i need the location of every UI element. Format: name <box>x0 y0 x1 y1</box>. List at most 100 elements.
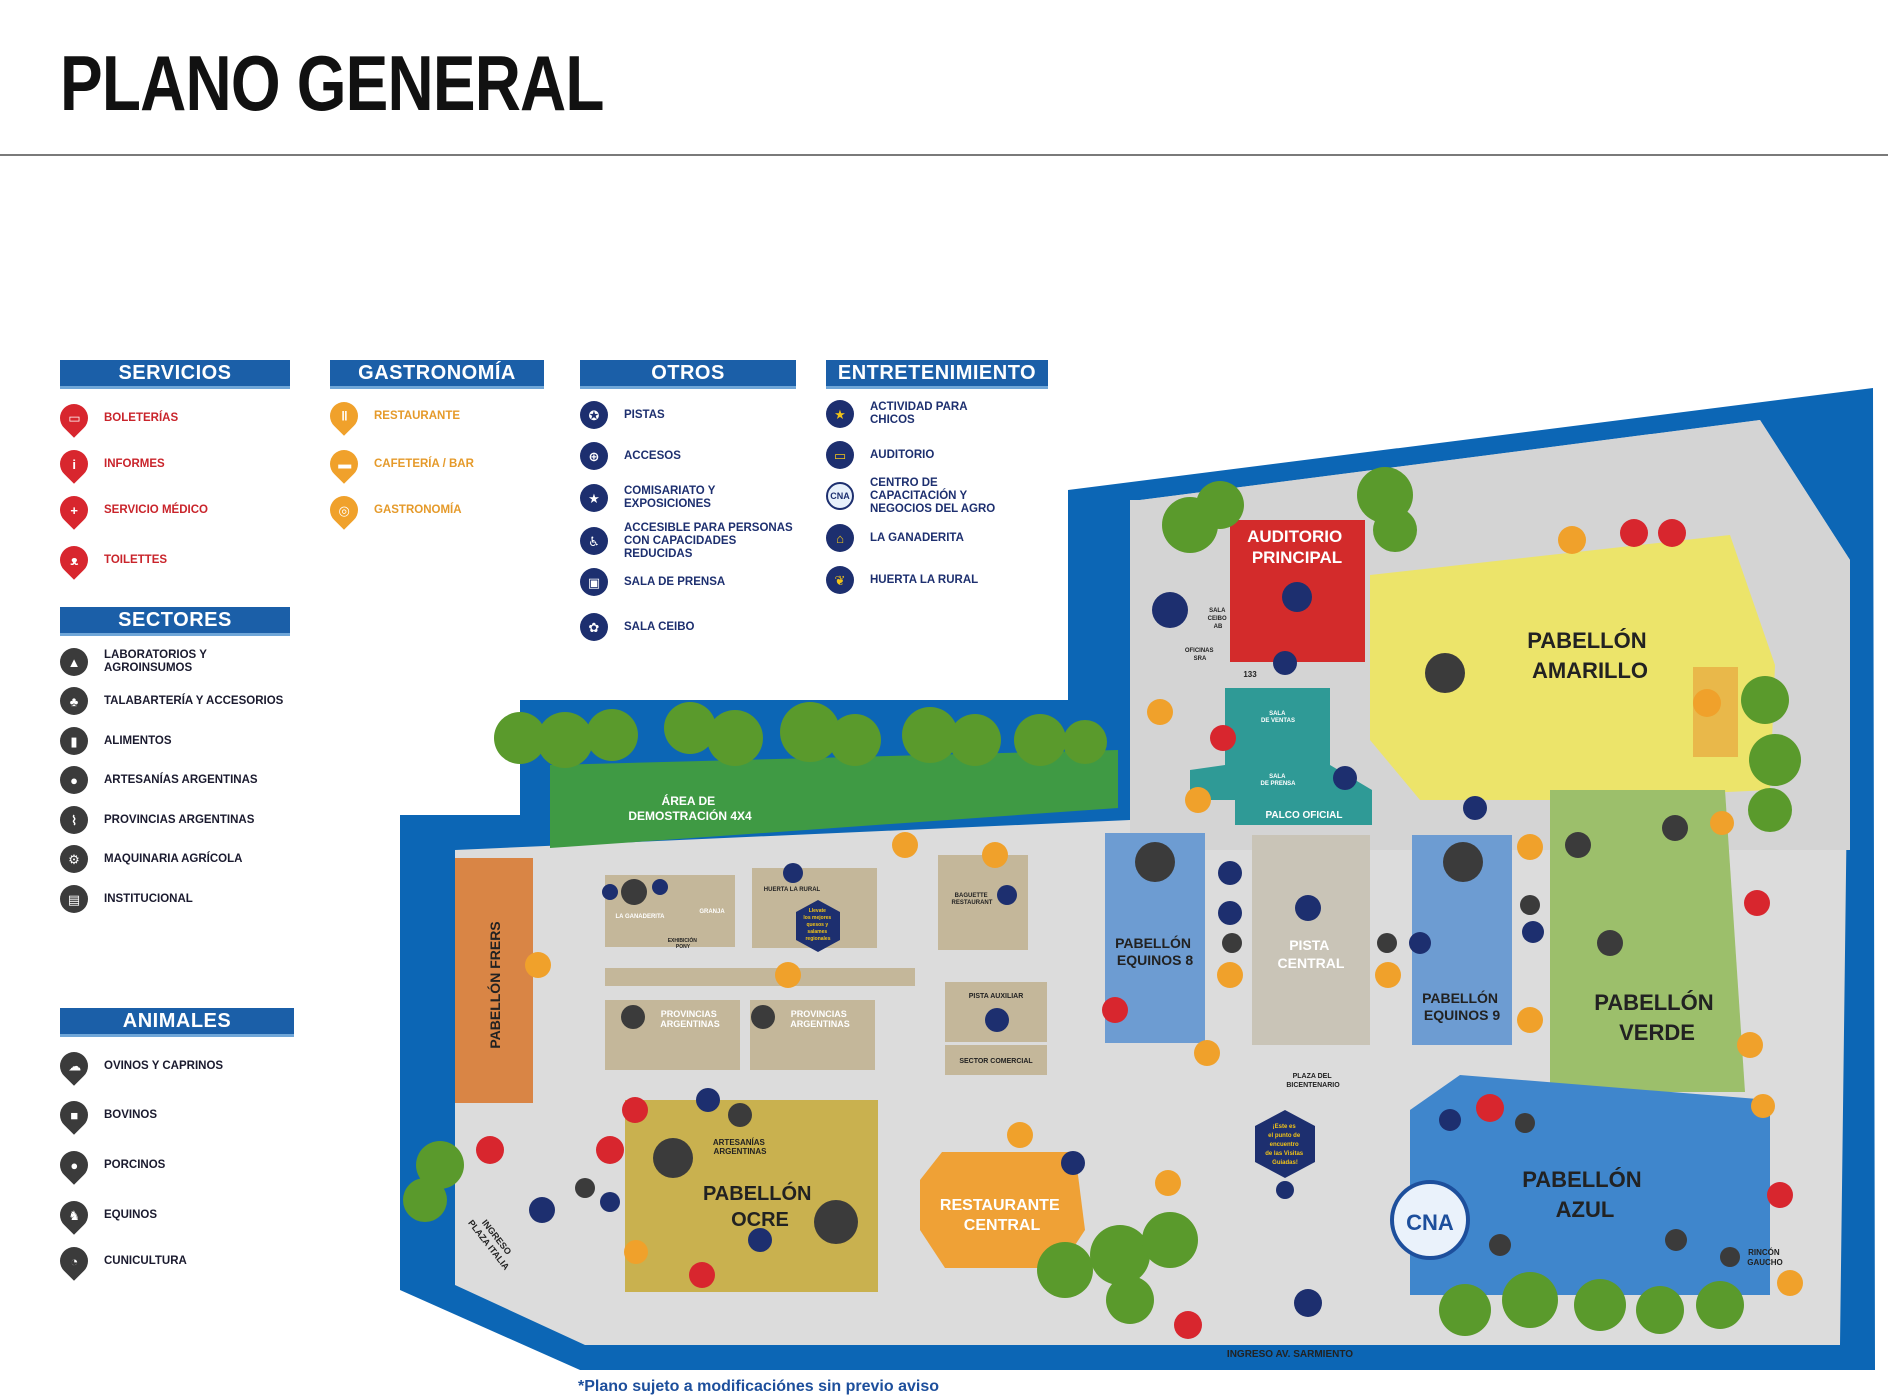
legend-item-restaurante: ‖ RESTAURANTE <box>324 396 544 436</box>
pig-icon: ● <box>54 1145 94 1185</box>
legend-item-ganaderita: ⌂ LA GANADERITA <box>826 521 1048 555</box>
label-sala-ventas: SALA DE VENTAS <box>1261 711 1295 724</box>
ribbon-icon <box>748 1228 772 1252</box>
pabellon-verde-building <box>1550 790 1745 1092</box>
legend-item-laboratorios: ▲ LABORATORIOS Y AGROINSUMOS <box>60 648 290 676</box>
block-provincias-1 <box>605 1000 740 1070</box>
food-icon <box>1777 1270 1803 1296</box>
entrance-icon <box>529 1197 555 1223</box>
title-divider <box>0 154 1888 156</box>
fork-knife-icon <box>982 842 1008 868</box>
legend-item-alimentos: ▮ ALIMENTOS <box>60 727 290 755</box>
tractor-icon <box>1665 1229 1687 1251</box>
food-icon <box>1375 962 1401 988</box>
star-icon <box>602 884 618 900</box>
ticket-icon: ▭ <box>54 398 94 438</box>
label-baguette: BAGUETTE RESTAURANT <box>952 893 993 906</box>
legend-item-accesible: ♿ ACCESIBLE PARA PERSONAS CON CAPACIDADE… <box>580 522 796 560</box>
pabellon-ocre-building <box>625 1100 878 1292</box>
argentina-map-icon <box>751 1005 775 1029</box>
legend-item-porcinos: ● PORCINOS <box>54 1145 294 1185</box>
legend-item-cafeteria: ▬ CAFETERÍA / BAR <box>324 444 544 484</box>
entrance-icon <box>1294 1289 1322 1317</box>
label-pabellon-frers: PABELLÓN FRERS <box>486 921 503 1048</box>
mate-icon: ● <box>60 766 88 794</box>
wheelchair-icon <box>1409 932 1431 954</box>
label-palco-oficial: PALCO OFICIAL <box>1265 810 1342 821</box>
pista-central-building <box>1252 835 1370 1045</box>
toilet-icon <box>1744 890 1770 916</box>
sheep-icon: ☁ <box>54 1046 94 1086</box>
fork-knife-icon <box>1007 1122 1033 1148</box>
ribbon-icon <box>1295 895 1321 921</box>
pabellon-equinos-8-building <box>1105 833 1205 1043</box>
food-icon <box>1517 834 1543 860</box>
medical-cross-icon <box>1658 519 1686 547</box>
fork-knife-icon <box>1737 1032 1763 1058</box>
fleur-icon <box>1662 815 1688 841</box>
toilet-icon <box>1620 519 1648 547</box>
legend-item-institucional: ▤ INSTITUCIONAL <box>60 885 290 913</box>
info-icon: i <box>54 444 94 484</box>
fork-knife-icon <box>1693 689 1721 717</box>
entrance-icon <box>1222 933 1242 953</box>
label-pabellon-equinos-8: PABELLÓN EQUINOS 8 <box>1115 934 1195 968</box>
legend-item-auditorio: ▭ AUDITORIO <box>826 439 1048 471</box>
block-sector-comercial <box>945 1045 1047 1075</box>
label-sector-comercial: SECTOR COMERCIAL <box>959 1058 1033 1065</box>
entrance-icon <box>1520 895 1540 915</box>
legend-heading-gastronomia: GASTRONOMÍA <box>330 360 544 389</box>
star-badge-icon <box>1218 861 1242 885</box>
star-icon: ★ <box>826 400 854 428</box>
auditorio-principal-building <box>1230 520 1365 662</box>
ceibo-flower-icon <box>1152 592 1188 628</box>
legend-item-cunicultura: ◔ CUNICULTURA <box>54 1241 294 1281</box>
label-la-ganaderita: LA GANADERITA <box>616 914 666 920</box>
wheelchair-icon <box>1273 651 1297 675</box>
label-ingreso-sarmiento: INGRESO AV. SARMIENTO <box>1227 1349 1353 1360</box>
legend-heading-sectores: SECTORES <box>60 607 290 636</box>
legend-item-sala-prensa: ▣ SALA DE PRENSA <box>580 566 796 598</box>
toilet-icon <box>1767 1182 1793 1208</box>
tractor-icon: ⚙ <box>60 845 88 873</box>
label-provincias-2: PROVINCIAS ARGENTINAS <box>790 1009 850 1029</box>
food-icon <box>1751 1094 1775 1118</box>
wheelchair-icon <box>1522 921 1544 943</box>
medical-cross-icon: + <box>54 490 94 530</box>
legend-item-servicio-medico: + SERVICIO MÉDICO <box>54 490 290 530</box>
legend-item-gastronomia: ◎ GASTRONOMÍA <box>324 490 544 530</box>
label-granja: GRANJA <box>699 909 725 915</box>
label-pabellon-azul: PABELLÓN AZUL <box>1522 1167 1648 1222</box>
block-ganaderita <box>605 875 735 947</box>
cow-icon: ■ <box>54 1095 94 1135</box>
institution-icon <box>1515 1113 1535 1133</box>
bottle-icon: ▮ <box>60 727 88 755</box>
legend-heading-servicios: SERVICIOS <box>60 360 290 389</box>
horse-icon <box>1135 842 1175 882</box>
entrance-icon <box>575 1178 595 1198</box>
label-pabellon-amarillo: PABELLÓN AMARILLO <box>1527 628 1653 683</box>
garden-icon <box>783 863 803 883</box>
legend-item-ovinos: ☁ OVINOS Y CAPRINOS <box>54 1046 294 1086</box>
flask-icon <box>1565 832 1591 858</box>
tractor-icon <box>1489 1234 1511 1256</box>
label-artesanias: ARTESANÍAS ARGENTINAS <box>713 1138 767 1156</box>
legend-item-bovinos: ■ BOVINOS <box>54 1095 294 1135</box>
legend-item-cna: CNA CENTRO DE CAPACITACIÓN Y NEGOCIOS DE… <box>826 477 1048 515</box>
food-icon <box>525 952 551 978</box>
legend-item-toilettes: ᴥ TOILETTES <box>54 540 290 580</box>
legend-otros: OTROS ✪ PISTAS ⊕ ACCESOS ★ COMISARIATO Y… <box>580 360 796 643</box>
legend-item-provincias: ⌇ PROVINCIAS ARGENTINAS <box>60 806 290 834</box>
legend-item-talabarteria: ♣ TALABARTERÍA Y ACCESORIOS <box>60 687 290 715</box>
pabellon-frers-building <box>455 858 533 1103</box>
ribbon-icon <box>985 1008 1009 1032</box>
food-icon <box>1147 699 1173 725</box>
coffee-cup-icon <box>1558 526 1586 554</box>
hex-callout-quesos-text: Llevate los mejores quesos y salames reg… <box>803 908 832 942</box>
sheep-icon <box>653 1138 693 1178</box>
wheelchair-icon <box>997 885 1017 905</box>
horse-icon <box>1443 842 1483 882</box>
auditorium-icon <box>1282 582 1312 612</box>
legend-item-comisariato: ★ COMISARIATO Y EXPOSICIONES <box>580 482 796 514</box>
wheelchair-icon: ♿ <box>580 527 608 555</box>
